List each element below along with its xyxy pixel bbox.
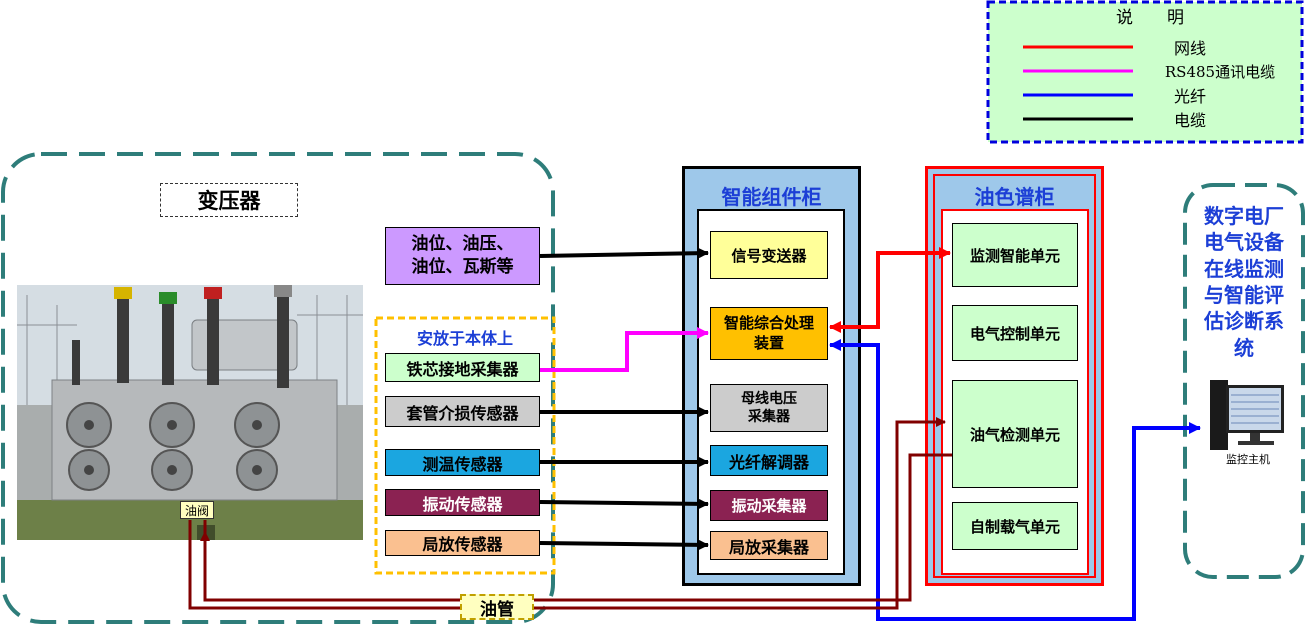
pd-collector: 局放采集器 (710, 531, 828, 560)
transformer-title: 变压器 (160, 183, 298, 217)
cable-oil-to-signal (539, 248, 709, 259)
system-region (1183, 183, 1305, 579)
system-title: 数字电厂 电气设备 在线监测 与智能评 估诊断系 统 (1204, 203, 1284, 360)
legend-label-fiber: 光纤 (1173, 87, 1206, 106)
legend-label-network: 网线 (1173, 39, 1206, 58)
oil-pipe-label: 油管 (460, 594, 534, 620)
fiber-to-host (1132, 422, 1201, 572)
temperature-sensor: 测温传感器 (385, 449, 540, 476)
smart-processor: 智能综合处理 装置 (710, 307, 828, 360)
carrier-gas-unit: 自制载气单元 (952, 502, 1078, 550)
core-ground-collector: 铁芯接地采集器 (385, 353, 540, 382)
legend-label-rs485: RS485通讯电缆 (1164, 62, 1276, 81)
partial-discharge-sensor: 局放传感器 (385, 530, 540, 556)
oil-pipe-return (203, 453, 952, 602)
host-computer-icon (1210, 380, 1284, 450)
chroma-cabinet-title: 油色谱柜 (974, 184, 1055, 209)
network-processor-to-monitor (829, 247, 951, 333)
legend-title: 说 明 (1116, 7, 1184, 28)
signal-transmitter: 信号变送器 (710, 231, 828, 279)
vibration-sensor: 振动传感器 (385, 489, 540, 516)
busbar-voltage-collector: 母线电压 采集器 (710, 384, 828, 432)
host-label: 监控主机 (1226, 453, 1270, 466)
cable-pd-to-collector (539, 539, 709, 550)
legend-label-cable: 电缆 (1173, 111, 1206, 130)
oil-pipe-out (188, 417, 946, 610)
fiber-to-processor (829, 339, 1136, 621)
oil-valve-label: 油阀 (180, 501, 214, 519)
sensor-group-frame (374, 316, 556, 575)
oil-gas-sensor: 油位、油压、 油位、瓦斯等 (385, 227, 540, 285)
smart-cabinet-title: 智能组件柜 (721, 184, 822, 209)
electric-control-unit: 电气控制单元 (952, 305, 1078, 361)
bushing-sensor: 套管介损传感器 (385, 396, 540, 427)
oil-gas-detection-unit: 油气检测单元 (952, 380, 1078, 488)
monitor-smart-unit: 监测智能单元 (952, 223, 1078, 287)
fiber-demodulator: 光纤解调器 (710, 445, 828, 476)
rs485-core-to-processor (540, 327, 709, 372)
sensor-group-title: 安放于本体上 (416, 329, 513, 348)
cable-vib-to-collector (539, 498, 709, 509)
vibration-collector: 振动采集器 (710, 490, 828, 521)
